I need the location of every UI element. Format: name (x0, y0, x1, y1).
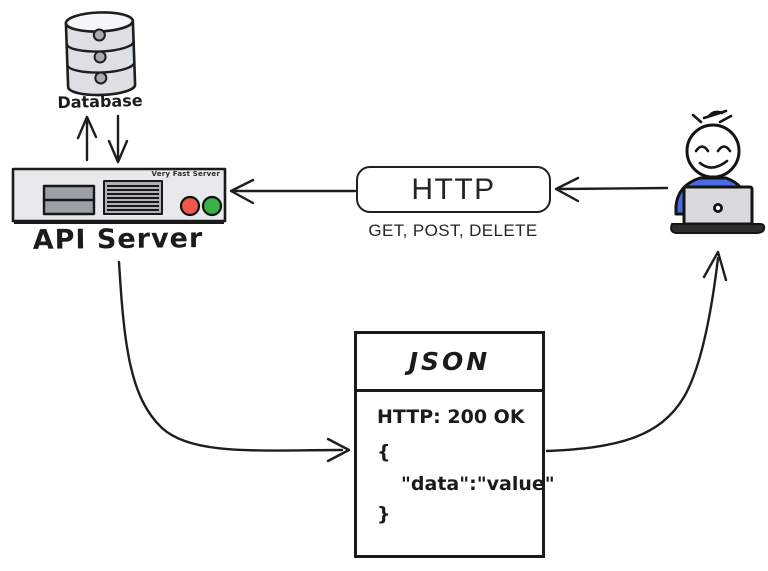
person-hair (691, 109, 733, 124)
arrow-client-to-http (554, 176, 669, 203)
json-box-title: JSON (357, 334, 542, 392)
database-label: Database (57, 90, 143, 113)
server-badge-label: Very Fast Server (151, 170, 220, 178)
json-line-status: HTTP: 200 OK (377, 406, 525, 428)
arrow-server-to-database (76, 115, 98, 162)
json-line-close-brace: } (377, 503, 391, 525)
rack-server-icon (11, 167, 227, 224)
laptop-base (670, 223, 766, 234)
server-led-red (179, 195, 201, 217)
http-box: HTTP (356, 166, 551, 213)
person-at-laptop-icon (670, 109, 766, 234)
http-box-title: HTTP (411, 172, 496, 206)
arrow-server-to-json (117, 260, 351, 463)
server-drive-bay (42, 184, 96, 216)
json-line-data-pair: "data":"value" (401, 473, 555, 495)
json-box-body: HTTP: 200 OK { "data":"value" } (357, 392, 555, 526)
server-vent (103, 180, 163, 215)
database-icon (64, 11, 137, 97)
laptop-logo (713, 202, 724, 213)
http-methods-label: GET, POST, DELETE (368, 221, 538, 240)
json-response-box: JSON HTTP: 200 OK { "data":"value" } (354, 331, 555, 558)
person-face (694, 145, 732, 169)
api-server-label: API Server (32, 223, 204, 256)
arrow-http-to-server (229, 178, 357, 205)
arrow-json-to-client (545, 250, 728, 453)
server-led-green (201, 195, 223, 217)
json-line-open-brace: { (377, 441, 391, 463)
arrow-database-to-server (107, 114, 129, 164)
